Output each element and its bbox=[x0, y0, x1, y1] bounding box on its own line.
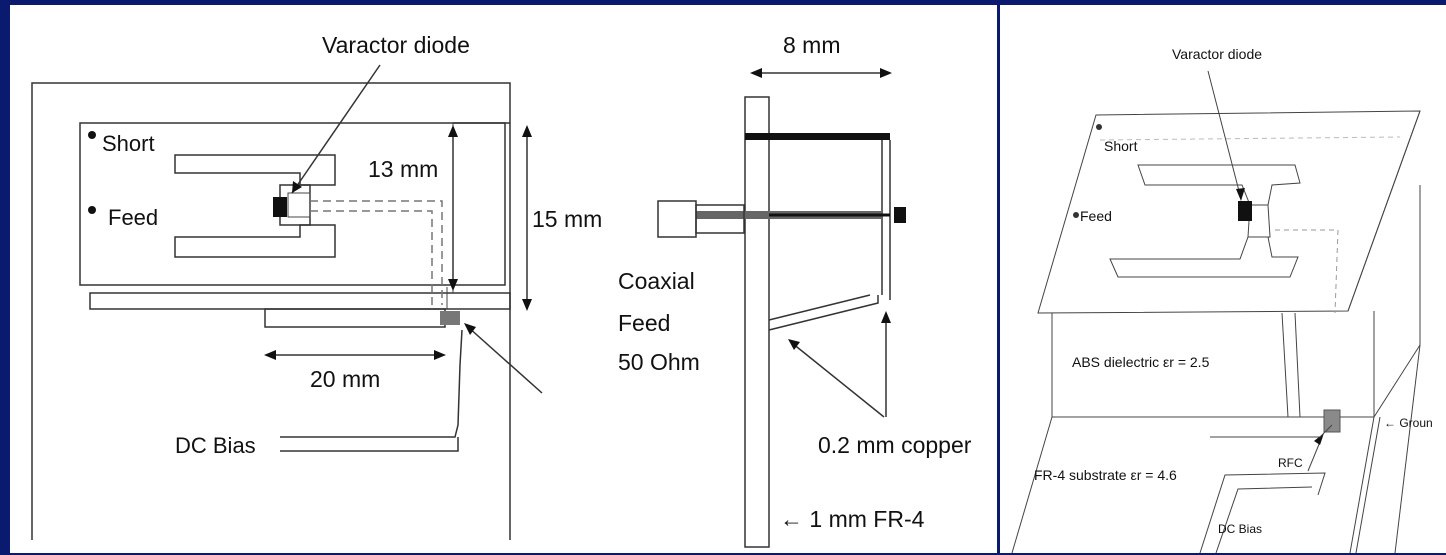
fr4-right-edge bbox=[1349, 416, 1375, 553]
feed-dot bbox=[88, 206, 96, 214]
dim-20-arrow-left bbox=[264, 350, 276, 360]
copper-arrowhead bbox=[788, 339, 800, 350]
dc-bias-label-3d: DC Bias bbox=[1218, 522, 1262, 536]
patch-dashed-edge bbox=[1099, 136, 1401, 141]
dim-20-label: 20 mm bbox=[310, 366, 380, 392]
copper-strip bbox=[768, 295, 879, 331]
varactor-pointer bbox=[291, 64, 381, 194]
feed-dot-3d bbox=[1073, 212, 1079, 218]
bias-via-a bbox=[1281, 312, 1289, 418]
fr4-right-edge-2 bbox=[1355, 416, 1381, 553]
dim-15-arrow-top bbox=[522, 125, 532, 137]
rfc-block bbox=[440, 311, 460, 325]
top-copper-layer bbox=[745, 133, 890, 140]
ground-label: ← Groun bbox=[1384, 416, 1433, 430]
dim-13-label: 13 mm bbox=[368, 156, 438, 182]
fr4-left-edge bbox=[1011, 416, 1053, 553]
dielectric-top-edge bbox=[1347, 110, 1421, 312]
bias-line-dashed-b bbox=[310, 210, 433, 305]
patch-outline bbox=[79, 122, 506, 286]
left-panel: Short Feed Varactor diode 13 mm 15 mm 20… bbox=[10, 5, 997, 553]
rfc-pointer bbox=[467, 326, 543, 394]
dc-bias-trace-b bbox=[1215, 486, 1313, 553]
varactor-diode-3d bbox=[1238, 201, 1252, 221]
varactor-pointer-3d bbox=[1207, 70, 1241, 196]
coax-label-line3: 50 Ohm bbox=[618, 349, 700, 375]
short-dot bbox=[88, 131, 96, 139]
bias-via-b bbox=[1294, 312, 1301, 418]
varactor-pad bbox=[287, 192, 311, 218]
upper-slot-3d bbox=[1137, 164, 1301, 206]
fr4-label: ← 1 mm FR-4 bbox=[780, 506, 925, 532]
antenna-3d-view-diagram: Short Feed Varactor diode ABS dielectric… bbox=[1011, 46, 1433, 553]
fr4-board bbox=[744, 96, 770, 548]
dc-bias-line-lower bbox=[280, 437, 459, 452]
bias-trace-dashed bbox=[1275, 229, 1339, 314]
dim-20-arrow-right bbox=[434, 350, 446, 360]
fr4-substrate-label: FR-4 substrate εr = 4.6 bbox=[1034, 467, 1177, 483]
ground-edge bbox=[1394, 344, 1421, 553]
dc-bias-trace-a bbox=[1199, 472, 1326, 553]
coax-label-line2: Feed bbox=[618, 310, 670, 336]
abs-dielectric-label: ABS dielectric εr = 2.5 bbox=[1072, 354, 1210, 370]
short-label-3d: Short bbox=[1104, 138, 1138, 154]
bottom-plate bbox=[264, 308, 446, 328]
bias-trace-top bbox=[1210, 424, 1333, 438]
dim-13-arrow-top bbox=[448, 125, 458, 137]
slot-center-3d bbox=[1247, 204, 1271, 238]
varactor-label-3d: Varactor diode bbox=[1172, 46, 1262, 62]
dc-bias-label: DC Bias bbox=[175, 433, 256, 458]
dim-15-label: 15 mm bbox=[532, 206, 602, 232]
dim-8-label: 8 mm bbox=[783, 32, 841, 58]
varactor-diode-top bbox=[273, 197, 287, 217]
copper-label: 0.2 mm copper bbox=[818, 432, 972, 458]
dim-8-arrow-left bbox=[750, 68, 762, 78]
coax-label-line1: Coaxial bbox=[618, 268, 695, 294]
copper-arrowhead-vertical bbox=[881, 311, 891, 323]
bias-line-dashed-a bbox=[310, 200, 443, 305]
dim-15-arrow-bottom bbox=[522, 299, 532, 311]
short-dot-3d bbox=[1096, 124, 1102, 130]
dim-8-arrow-right bbox=[880, 68, 892, 78]
probe-tip bbox=[894, 207, 906, 223]
ground-plane-outline bbox=[31, 82, 511, 540]
lower-slot-arm bbox=[174, 224, 336, 258]
rfc-label: RFC bbox=[1278, 456, 1303, 470]
varactor-arrowhead bbox=[292, 181, 302, 193]
antenna-top-and-side-view-diagram: Short Feed Varactor diode 13 mm 15 mm 20… bbox=[31, 32, 972, 548]
varactor-diode-label: Varactor diode bbox=[322, 32, 470, 58]
short-label: Short bbox=[102, 131, 155, 156]
lower-slot-3d bbox=[1109, 236, 1299, 278]
coaxial-connector bbox=[657, 200, 697, 238]
rfc-arrowhead bbox=[464, 323, 476, 335]
rfc-block-3d bbox=[1323, 409, 1341, 433]
copper-strip-inner bbox=[768, 294, 871, 321]
dim-13-arrow-bottom bbox=[448, 279, 458, 291]
coaxial-body bbox=[695, 204, 745, 234]
right-panel: Short Feed Varactor diode ABS dielectric… bbox=[1000, 5, 1446, 553]
feed-label: Feed bbox=[108, 205, 158, 230]
feed-label-3d: Feed bbox=[1080, 208, 1112, 224]
copper-pointer bbox=[791, 342, 885, 418]
dc-bias-line-upper bbox=[280, 329, 463, 438]
varactor-arrowhead-3d bbox=[1236, 188, 1245, 201]
upper-slot-arm bbox=[174, 154, 336, 186]
